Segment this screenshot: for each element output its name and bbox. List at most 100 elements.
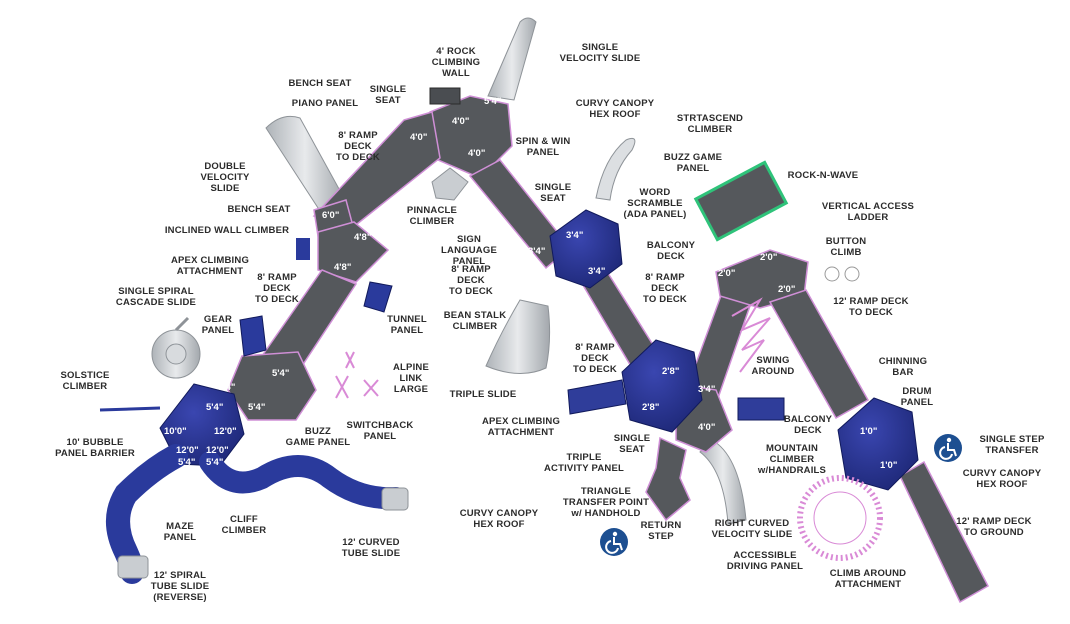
label-maze-panel: MAZE PANEL [163, 521, 197, 543]
rock-climbing-wall [429, 87, 461, 105]
label-gear-panel: GEAR PANEL [201, 314, 235, 336]
single-velocity-slide [487, 17, 537, 101]
label-rock-n-wave: ROCK-N-WAVE [787, 170, 859, 181]
button-climb [824, 266, 840, 282]
label-vertical-ladder: VERTICAL ACCESS LADDER [821, 201, 915, 223]
label-ramp-12-deck: 12' RAMP DECK TO DECK [833, 296, 909, 318]
dim-12-0-c: 12'0" [206, 445, 229, 456]
label-chinning-bar: CHINNING BAR [878, 356, 928, 378]
dim-5-4-e: 5'4" [178, 457, 196, 468]
label-bubble-barrier: 10' BUBBLE PANEL BARRIER [55, 437, 135, 459]
right-curved-velocity-slide [699, 439, 747, 525]
hex-roof-1-0 [837, 397, 919, 491]
dim-5-4-a: 5'4" [272, 368, 290, 379]
dim-5-4-d: 5'4" [248, 402, 266, 413]
dim-6-0: 6'0" [322, 210, 340, 221]
label-switchback: SWITCHBACK PANEL [346, 420, 414, 442]
dim-2-8-b: 2'8" [642, 402, 660, 413]
dim-3-4-b: 3'4" [528, 246, 546, 257]
label-ramp-deck-2: 8' RAMP DECK TO DECK [255, 272, 299, 305]
label-double-velocity: DOUBLE VELOCITY SLIDE [200, 161, 250, 194]
label-tunnel-panel: TUNNEL PANEL [387, 314, 427, 336]
spiral-tube-slide [106, 444, 188, 584]
canopy-spire [595, 137, 636, 201]
wheelchair-icon [600, 528, 628, 556]
label-strtascend: STRTASCEND CLIMBER [676, 113, 744, 135]
label-drum-panel: DRUM PANEL [900, 386, 934, 408]
label-button-climb: BUTTON CLIMB [825, 236, 867, 258]
label-pinnacle: PINNACLE CLIMBER [406, 205, 458, 227]
label-single-seat-mid: SINGLE SEAT [534, 182, 572, 204]
label-word-scramble: WORD SCRAMBLE (ADA PANEL) [623, 187, 687, 220]
swing-around [731, 297, 771, 373]
dim-1-0-a: 1'0" [860, 426, 878, 437]
label-alpine-link: ALPINE LINK LARGE [392, 362, 430, 395]
bubble-panel-barrier [99, 406, 161, 412]
gear-panel [239, 315, 267, 357]
dim-4-0-c: 4'0" [468, 148, 486, 159]
dim-4-8-b: 4'8" [334, 262, 352, 273]
climb-around-attachment [797, 475, 883, 561]
label-bench-seat-mid: BENCH SEAT [227, 204, 291, 215]
label-ramp-deck-1: 8' RAMP DECK TO DECK [336, 130, 380, 163]
label-buzz-game-top: BUZZ GAME PANEL [663, 152, 723, 174]
dim-12-0-a: 12'0" [214, 426, 237, 437]
dim-4-8-c: 4'8" [554, 284, 572, 295]
dim-2-8-a: 2'8" [662, 366, 680, 377]
dim-5-4-c: 5'4" [206, 402, 224, 413]
label-solstice: SOLSTICE CLIMBER [60, 370, 110, 392]
dim-2-0-c: 2'0" [778, 284, 796, 295]
dim-10-0: 10'0" [164, 426, 187, 437]
label-return-step: RETURN STEP [640, 520, 682, 542]
label-curvy-canopy-low: CURVY CANOPY HEX ROOF [459, 508, 539, 530]
wheelchair-icon [934, 434, 962, 462]
label-sign-language: SIGN LANGUAGE PANEL [441, 234, 497, 267]
label-triple-activity: TRIPLE ACTIVITY PANEL [543, 452, 625, 474]
label-apex-attach-1: APEX CLIMBING ATTACHMENT [170, 255, 250, 277]
hex-roof-3-4 [549, 209, 623, 289]
dim-5-4-top: 5'4" [484, 96, 502, 107]
label-spiral-tube: 12' SPIRAL TUBE SLIDE (REVERSE) [150, 570, 210, 603]
label-inclined-wall: INCLINED WALL CLIMBER [164, 225, 290, 236]
dim-5-4-b: 5'4" [218, 382, 236, 393]
label-ramp-ground: 12' RAMP DECK TO GROUND [956, 516, 1032, 538]
apex-climbing-attachment [567, 379, 627, 415]
deck-structure [227, 95, 989, 604]
dim-2-0-b: 2'0" [718, 268, 736, 279]
label-curvy-canopy-top: CURVY CANOPY HEX ROOF [575, 98, 655, 120]
label-ramp-deck-5: 8' RAMP DECK TO DECK [573, 342, 617, 375]
label-buzz-game-mid: BUZZ GAME PANEL [285, 426, 351, 448]
dim-5-4-f: 5'4" [206, 457, 224, 468]
dim-4-8-a: 4'8" [354, 232, 372, 243]
label-single-seat-low: SINGLE SEAT [613, 433, 651, 455]
label-climb-around: CLIMB AROUND ATTACHMENT [829, 568, 907, 590]
label-triangle-transfer: TRIANGLE TRANSFER POINT w/ HANDHOLD [562, 486, 650, 519]
label-balcony-deck-2: BALCONY DECK [783, 414, 833, 436]
dim-3-4-c: 3'4" [588, 266, 606, 277]
label-bean-stalk: BEAN STALK CLIMBER [443, 310, 507, 332]
label-ramp-deck-3: 8' RAMP DECK TO DECK [449, 264, 493, 297]
mountain-climber [737, 397, 785, 421]
label-rock-wall: 4' ROCK CLIMBING WALL [431, 46, 481, 79]
dim-4-0-d: 4'0" [698, 422, 716, 433]
label-single-seat-top: SINGLE SEAT [369, 84, 407, 106]
pinnacle-climber [431, 167, 469, 201]
rock-n-wave [693, 160, 789, 242]
label-right-curved: RIGHT CURVED VELOCITY SLIDE [711, 518, 793, 540]
dim-1-0-b: 1'0" [880, 460, 898, 471]
label-bench-seat-top: BENCH SEAT [288, 78, 352, 89]
label-curvy-canopy-right: CURVY CANOPY HEX ROOF [962, 468, 1042, 490]
label-spin-win: SPIN & WIN PANEL [515, 136, 571, 158]
dim-3-4-d: 3'4" [698, 384, 716, 395]
label-piano-panel: PIANO PANEL [291, 98, 359, 109]
label-ramp-deck-4: 8' RAMP DECK TO DECK [643, 272, 687, 305]
inclined-wall-climber [296, 238, 310, 260]
label-accessible-driving: ACCESSIBLE DRIVING PANEL [726, 550, 804, 572]
label-single-velocity-slide: SINGLE VELOCITY SLIDE [559, 42, 641, 64]
label-apex-attach-2: APEX CLIMBING ATTACHMENT [481, 416, 561, 438]
dim-2-0-a: 2'0" [760, 252, 778, 263]
dim-12-0-b: 12'0" [176, 445, 199, 456]
label-mountain-climber: MOUNTAIN CLIMBER w/HANDRAILS [757, 443, 827, 476]
